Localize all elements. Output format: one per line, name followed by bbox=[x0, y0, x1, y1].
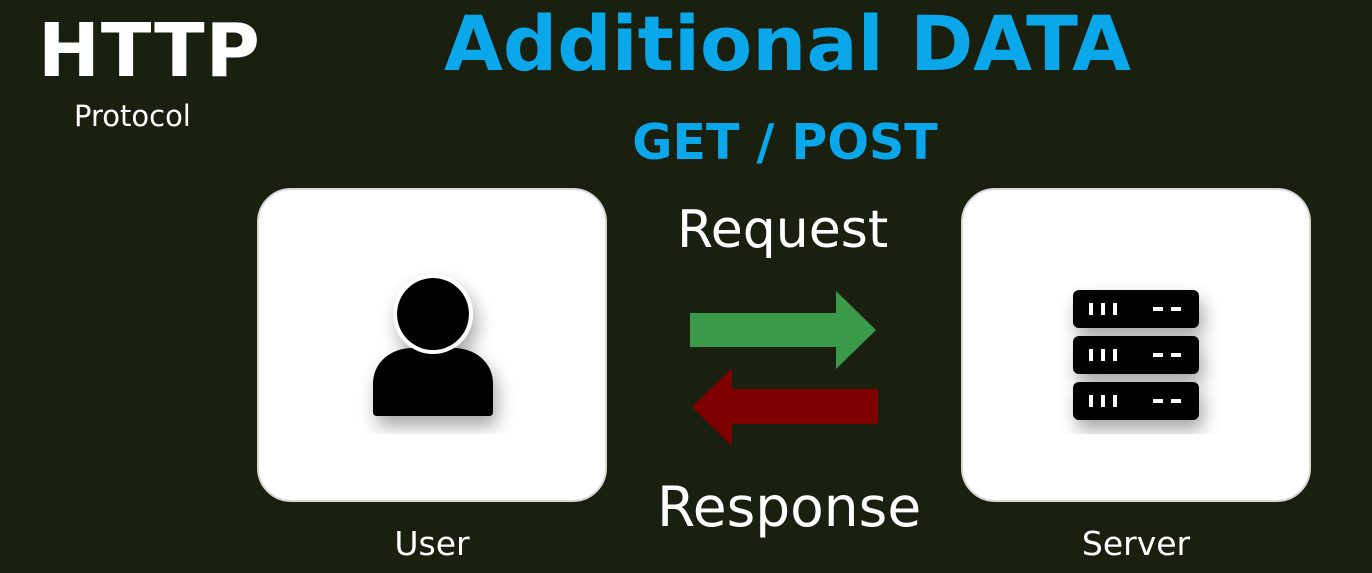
arrow-right-icon bbox=[690, 291, 876, 369]
user-icon bbox=[373, 274, 493, 416]
page-title: Additional DATA bbox=[444, 0, 1131, 88]
user-card bbox=[257, 188, 607, 502]
server-icon bbox=[1073, 290, 1199, 420]
user-label: User bbox=[394, 524, 470, 563]
server-rack-3 bbox=[1073, 382, 1199, 420]
response-label: Response bbox=[657, 475, 922, 539]
protocol-subtitle: Protocol bbox=[74, 99, 191, 133]
arrow-left-icon bbox=[692, 368, 878, 446]
server-card bbox=[961, 188, 1311, 502]
server-label: Server bbox=[1081, 524, 1191, 563]
http-title: HTTP bbox=[38, 8, 261, 94]
server-rack-2 bbox=[1073, 336, 1199, 374]
server-rack-1 bbox=[1073, 290, 1199, 328]
page-subtitle: GET / POST bbox=[632, 114, 938, 171]
request-label: Request bbox=[677, 200, 889, 260]
